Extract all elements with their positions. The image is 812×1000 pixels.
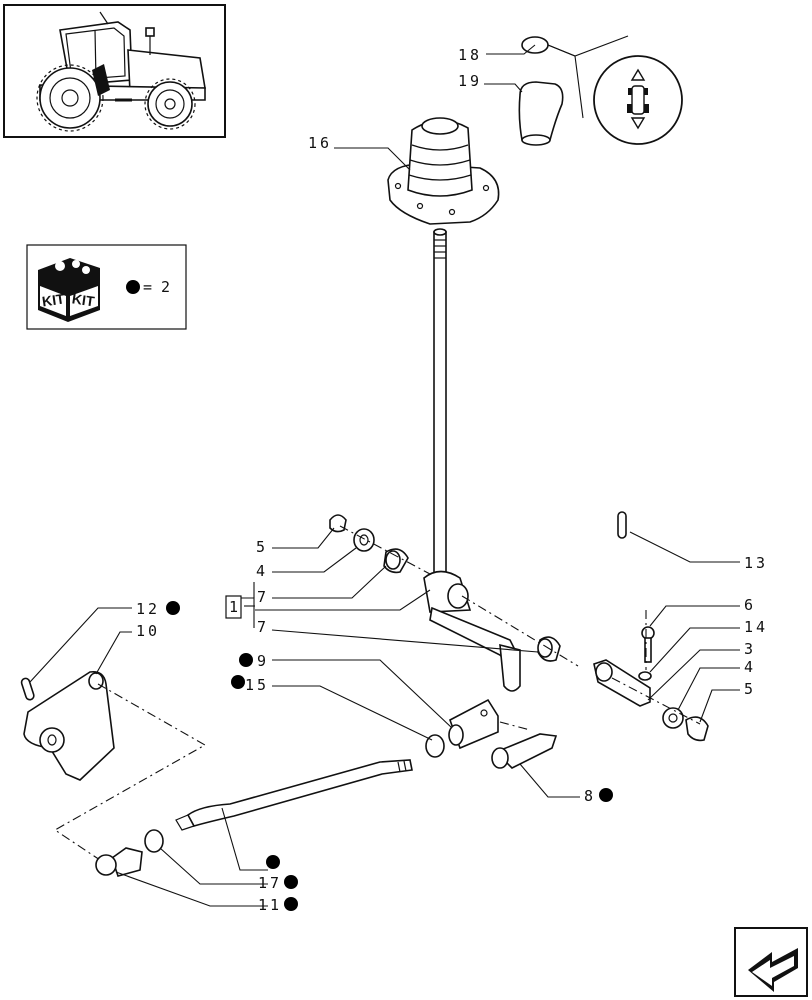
tractor-icon (36, 11, 206, 132)
part-16-boot (387, 117, 500, 225)
part-5-clip-right (685, 716, 709, 742)
callout-labels: 18 19 16 5 4 7 1 7 13 6 14 3 4 5 12 10 9… (136, 46, 768, 914)
forward-reverse-shift-icon (593, 55, 683, 145)
part-15-nut (425, 734, 445, 758)
callout-19: 19 (458, 72, 482, 90)
callout-1: 1 (229, 598, 241, 616)
part-6-bolt (641, 626, 655, 663)
filled-circle-marker-icon (266, 855, 280, 869)
filled-circle-marker-icon (599, 788, 613, 802)
part-3-pivot (593, 659, 651, 707)
part-12-pin (20, 677, 35, 701)
leader-lines (29, 44, 740, 907)
kit-box-icon: KIT KIT (38, 258, 100, 322)
callout-9: 9 (257, 652, 269, 670)
shift-lever-rod (433, 228, 447, 581)
filled-circle-marker-icon (126, 280, 140, 294)
kit-quantity-label: = 2 (143, 278, 170, 296)
filled-circle-marker-icon (231, 675, 245, 689)
callout-5-right: 5 (744, 680, 756, 698)
callout-4-right: 4 (744, 658, 756, 676)
part-8-pin (491, 733, 558, 769)
part-14-washer (638, 671, 652, 681)
callout-14: 14 (744, 618, 768, 636)
callout-10: 10 (136, 622, 160, 640)
callout-5-left: 5 (256, 538, 268, 556)
callout-16: 16 (308, 134, 332, 152)
callout-3: 3 (744, 640, 756, 658)
lever-bracket (423, 570, 521, 692)
next-page-arrow-icon[interactable] (734, 927, 808, 997)
callout-12: 12 (136, 600, 160, 618)
part-19-knob (518, 81, 564, 146)
part-13-pin (617, 511, 627, 539)
callout-15: 15 (245, 676, 269, 694)
kit-text-left: KIT (41, 290, 66, 309)
kit-text-right: KIT (71, 290, 96, 309)
part-9-clevis (448, 698, 499, 750)
kit-legend: KIT KIT = 2 (26, 244, 187, 330)
callout-8: 8 (584, 787, 596, 805)
filled-circle-marker-icon (239, 653, 253, 667)
callout-6: 6 (744, 596, 756, 614)
callout-17: 17 (258, 874, 282, 892)
part-7-bush-upper (383, 548, 409, 574)
part-4-washer-right (662, 707, 684, 729)
kit-markers (166, 601, 613, 911)
filled-circle-marker-icon (284, 875, 298, 889)
tractor-thumbnail (3, 4, 226, 138)
part-17-nut (144, 829, 164, 853)
callout-7-upper: 7 (257, 588, 269, 606)
callout-4-left: 4 (256, 562, 268, 580)
callout-13: 13 (744, 554, 768, 572)
filled-circle-marker-icon (166, 601, 180, 615)
filled-circle-marker-icon (284, 897, 298, 911)
callout-18: 18 (458, 46, 482, 64)
part-1-box (225, 595, 242, 619)
callout-7-lower: 7 (257, 618, 269, 636)
callout-11: 11 (258, 896, 282, 914)
shift-rod (175, 759, 413, 831)
part-10-bracket (23, 670, 115, 781)
part-11-ball-joint (95, 847, 143, 877)
part-5-clip-left (329, 514, 347, 533)
part-4-washer-left (353, 528, 375, 552)
